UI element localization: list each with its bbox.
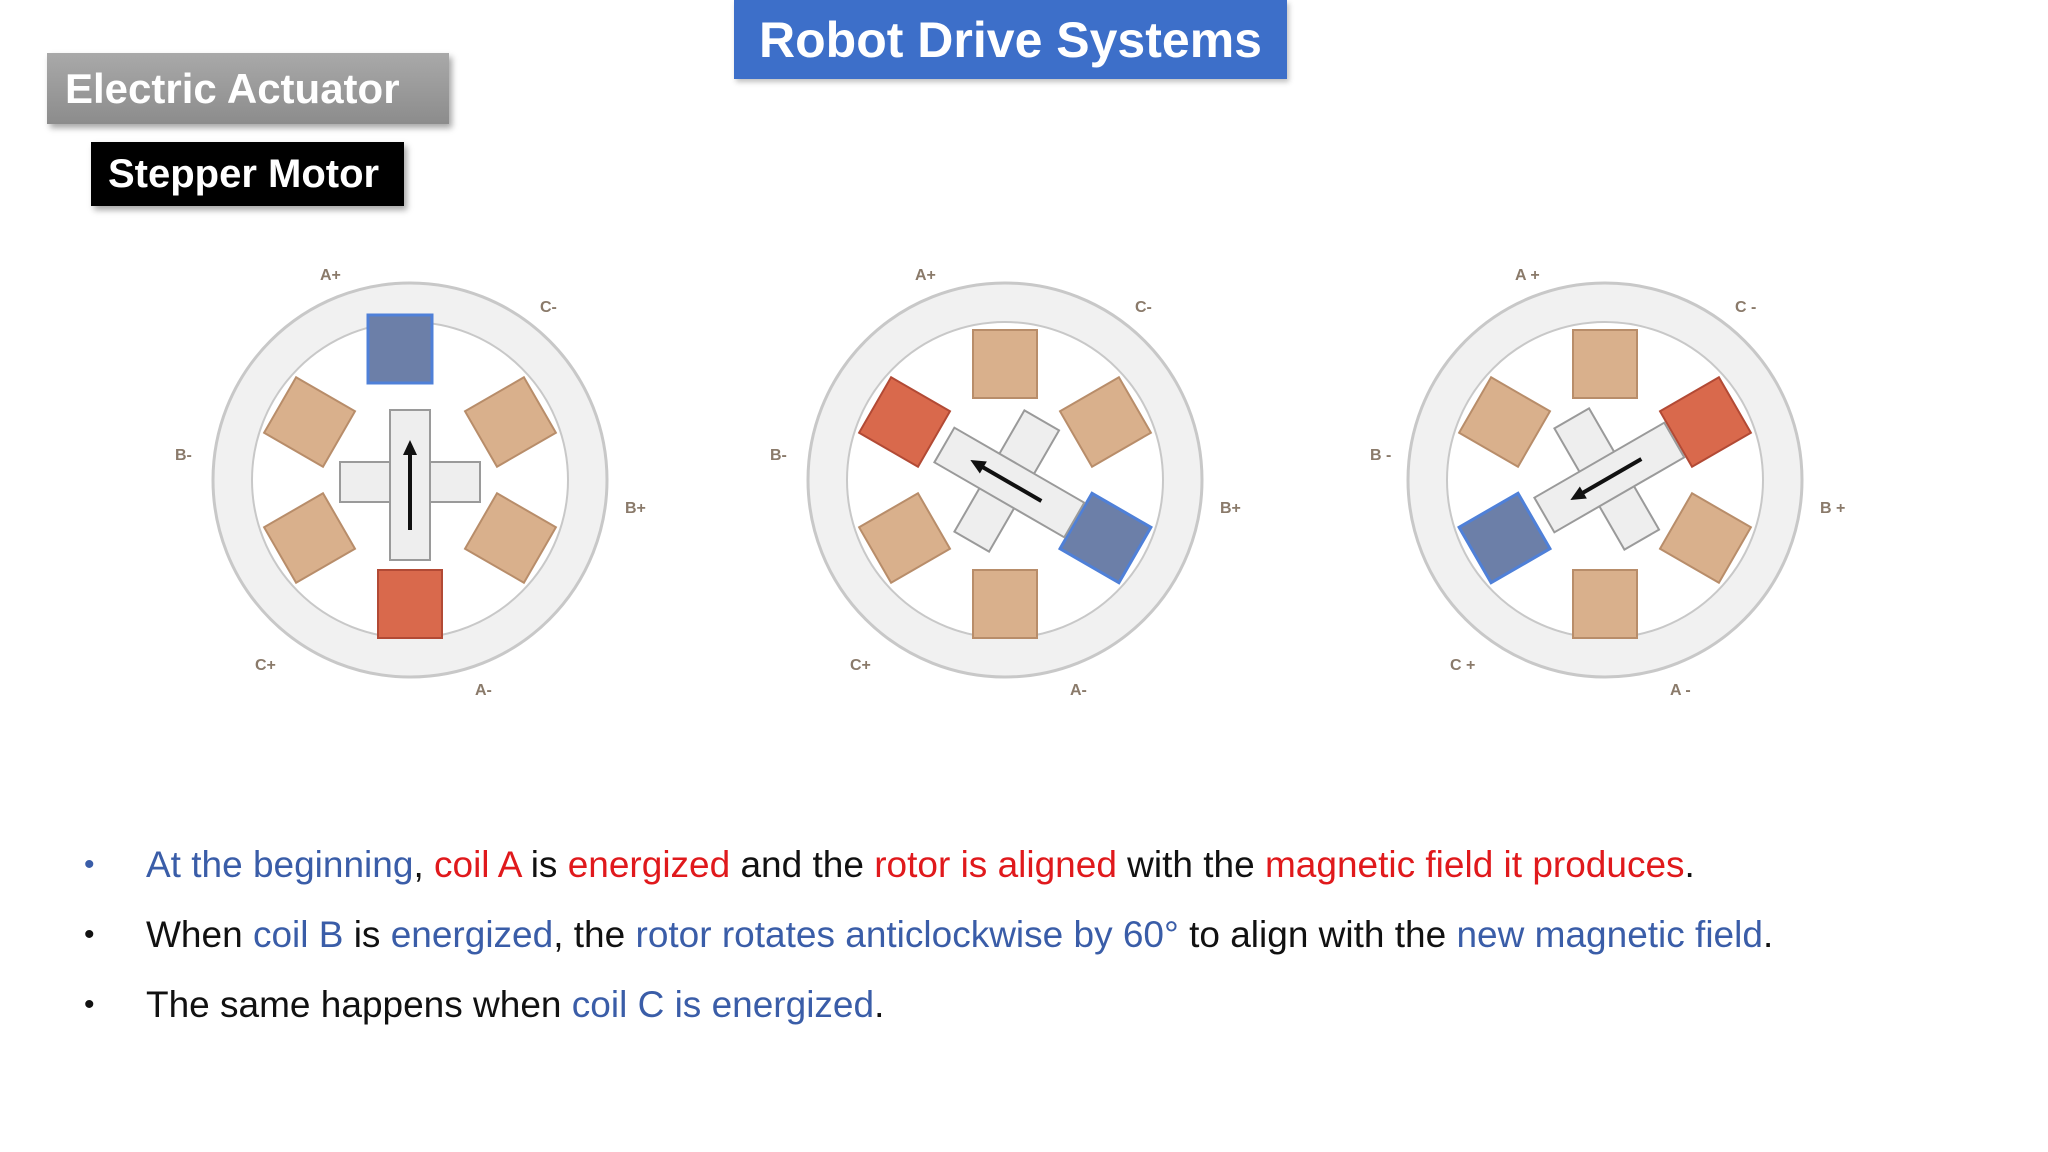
explanation-bullets: • At the beginning, coil A is energized … [84, 830, 1984, 1040]
bullet-text: and the [730, 844, 875, 885]
bullet-item: • At the beginning, coil A is energized … [84, 830, 1984, 900]
bullet-item: • The same happens when coil C is energi… [84, 970, 1984, 1040]
label-c-minus: C - [1735, 299, 1756, 316]
rotor-arrow-icon [403, 440, 417, 455]
stepper-motor-svg-1: A+ C- B+ A- C+ B- [175, 267, 646, 699]
coil-b-plus [463, 491, 558, 585]
coil-b-plus [1658, 491, 1753, 585]
bullet-item: • When coil B is energized, the rotor ro… [84, 900, 1984, 970]
label-a-plus: A+ [320, 267, 341, 284]
bullet-text: . [1762, 914, 1774, 955]
bullet-text: coil A [434, 844, 531, 885]
bullet-text: to align with the [1178, 914, 1457, 955]
label-b-plus: B + [1820, 500, 1845, 517]
bullet-text: The same happens when [146, 984, 572, 1025]
coil-c-plus [1457, 491, 1553, 585]
label-b-plus: B+ [1220, 500, 1241, 517]
bullet-text: , [413, 844, 434, 885]
label-c-plus: C+ [255, 657, 276, 674]
bullet-text: magnetic field it produces [1264, 844, 1685, 885]
coil-a-minus [972, 569, 1038, 639]
bullet-text: energized [567, 844, 731, 885]
stepper-diagram-step-2: A+ C- B+ A- C+ B- [735, 250, 1295, 720]
bullet-text: . [874, 984, 885, 1025]
subsection-label: Stepper Motor [91, 142, 404, 206]
coil-c-minus [463, 375, 558, 469]
rotor [933, 409, 1086, 553]
rotor [339, 409, 481, 561]
coil-b-minus [262, 375, 357, 469]
bullet-text: rotor rotates anticlockwise by 60° [635, 914, 1179, 955]
stepper-diagram-step-1: A+ C- B+ A- C+ B- [140, 250, 700, 720]
bullet-text: When [146, 914, 253, 955]
bullet-text: energized [390, 914, 554, 955]
coil-c-plus [262, 491, 357, 585]
bullet-marker: • [84, 918, 95, 951]
label-c-minus: C- [1135, 299, 1152, 316]
coil-b-minus [857, 375, 952, 469]
bullet-text: rotor is aligned [874, 844, 1117, 885]
label-b-minus: B- [175, 447, 192, 464]
coil-a-minus [377, 569, 443, 639]
coil-b-minus [1457, 375, 1552, 469]
coil-a-plus [972, 329, 1038, 399]
rotor [1533, 407, 1686, 551]
label-c-plus: C+ [850, 657, 871, 674]
label-a-plus: A+ [915, 267, 936, 284]
rotor-arrow-icon [1570, 486, 1587, 500]
bullet-text: with the [1116, 844, 1265, 885]
label-b-plus: B+ [625, 500, 646, 517]
bullet-text: , the [553, 914, 636, 955]
bullet-text: At the beginning [146, 844, 414, 885]
stepper-diagram-step-3: A + C - B + A - C + B - [1335, 250, 1895, 720]
coil-a-minus [1572, 569, 1638, 639]
bullet-text: coil C is energized [571, 984, 875, 1025]
label-b-minus: B- [770, 447, 787, 464]
coil-b-plus [1057, 491, 1153, 585]
label-a-minus: A- [475, 682, 492, 699]
bullet-marker: • [84, 988, 95, 1021]
label-c-minus: C- [540, 299, 557, 316]
coil-c-minus [1658, 375, 1753, 469]
bullet-marker: • [84, 848, 95, 881]
bullet-text: new magnetic field [1456, 914, 1763, 955]
coil-a-plus [366, 313, 434, 385]
bullet-text: is [343, 914, 391, 955]
label-a-plus: A + [1515, 267, 1540, 284]
coil-a-plus [1572, 329, 1638, 399]
label-a-minus: A- [1070, 682, 1087, 699]
coil-c-plus [857, 491, 952, 585]
stepper-motor-svg-3: A + C - B + A - C + B - [1370, 267, 1845, 699]
coil-c-minus [1058, 375, 1153, 469]
rotor-arrow-icon [970, 460, 987, 474]
bullet-text: coil B [252, 914, 344, 955]
section-label: Electric Actuator [47, 53, 449, 124]
slide-title: Robot Drive Systems [734, 0, 1287, 79]
stepper-motor-svg-2: A+ C- B+ A- C+ B- [770, 267, 1241, 699]
label-a-minus: A - [1670, 682, 1691, 699]
label-b-minus: B - [1370, 447, 1391, 464]
bullet-text: is [530, 844, 568, 885]
bullet-text: . [1684, 844, 1695, 885]
label-c-plus: C + [1450, 657, 1475, 674]
